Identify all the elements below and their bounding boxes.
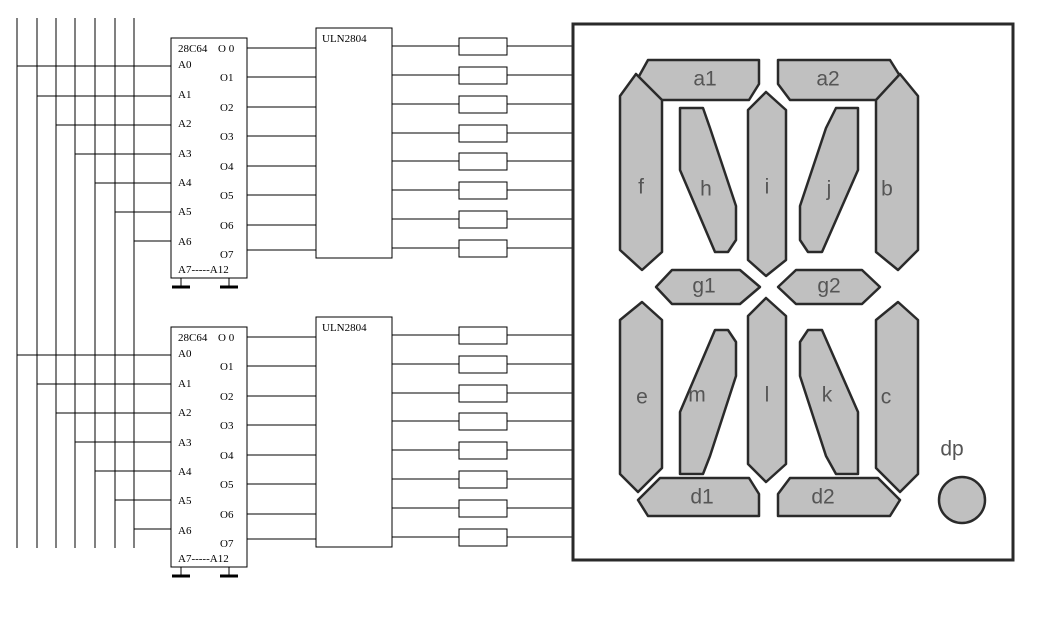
resistor [458, 181, 508, 200]
out-pin-label: O5 [220, 479, 234, 491]
addr-pin-label: A6 [178, 525, 192, 537]
segment-g1 [654, 268, 762, 306]
addr-pin-label: A4 [178, 177, 192, 189]
eeprom-part-label: 28C64 [178, 332, 208, 344]
addr-pin-label: A0 [178, 59, 192, 71]
segment-dp [937, 475, 987, 525]
eeprom-chip [170, 326, 248, 568]
driver-chip [315, 316, 393, 548]
segment-m [678, 328, 738, 476]
resistor [458, 37, 508, 56]
resistor [458, 239, 508, 258]
segment-g2 [776, 268, 882, 306]
driver-part-label: ULN2804 [322, 33, 367, 45]
out-pin-label: O2 [220, 102, 233, 114]
out-pin-label: O1 [220, 361, 233, 373]
eeprom-part-label: 28C64 [178, 43, 208, 55]
addr-pin-label: A5 [178, 206, 192, 218]
segment-label: dp [940, 438, 963, 461]
out-pin-label: O1 [220, 72, 233, 84]
resistor [458, 499, 508, 518]
resistor [458, 66, 508, 85]
resistor [458, 412, 508, 431]
sixteen-segment-display: a1 a2 f h i j b g1 g2 e m l k c d1 d2 dp [571, 22, 1015, 562]
segment-d2 [776, 476, 902, 518]
circuit-bottom: 28C64 A0 A1 A2 A3 A4 A5 A6 O 0 O1 O2 O3 … [17, 316, 573, 578]
out-pin-label: O2 [220, 391, 233, 403]
resistor [458, 152, 508, 171]
addr-pin-label: A3 [178, 437, 192, 449]
segment-label: l [765, 384, 770, 407]
out-pin-label: O7 [220, 249, 234, 261]
resistor [458, 124, 508, 143]
segment-label: k [822, 384, 833, 407]
segment-label: h [700, 178, 712, 201]
segment-label: d2 [811, 486, 834, 509]
out-pin-label: O 0 [218, 332, 235, 344]
high-addr-label: A7-----A12 [178, 553, 229, 565]
eeprom-chip [170, 37, 248, 279]
driver-chip [315, 27, 393, 259]
segment-c [874, 300, 920, 494]
segment-h [678, 106, 738, 254]
addr-pin-label: A4 [178, 466, 192, 478]
segment-i [746, 90, 788, 278]
resistor [458, 326, 508, 345]
segment-label: b [881, 178, 893, 201]
segment-label: m [688, 384, 706, 407]
resistor [458, 95, 508, 114]
out-pin-label: O4 [220, 161, 234, 173]
segment-label: j [826, 178, 832, 201]
out-pin-label: O4 [220, 450, 234, 462]
high-addr-label: A7-----A12 [178, 264, 229, 276]
segment-f [618, 72, 664, 272]
resistor [458, 355, 508, 374]
driver-part-label: ULN2804 [322, 322, 367, 334]
segment-d1 [636, 476, 761, 518]
segment-label: i [765, 176, 770, 199]
segment-b [874, 72, 920, 272]
segment-k [798, 328, 860, 476]
segment-label: d1 [690, 486, 713, 509]
out-pin-label: O3 [220, 420, 234, 432]
out-pin-label: O6 [220, 509, 234, 521]
segment-label: a2 [816, 68, 839, 91]
addr-pin-label: A1 [178, 89, 191, 101]
resistor [458, 528, 508, 547]
out-pin-label: O5 [220, 190, 234, 202]
addr-pin-label: A2 [178, 407, 191, 419]
address-bus [16, 18, 135, 548]
segment-j [798, 106, 860, 254]
circuit-top: 28C64 A0 A1 A2 A3 A4 A5 A6 O 0 O1 O2 O3 … [17, 27, 573, 289]
out-pin-label: O3 [220, 131, 234, 143]
segment-label: a1 [693, 68, 716, 91]
out-pin-label: O6 [220, 220, 234, 232]
addr-pin-label: A5 [178, 495, 192, 507]
out-pin-label: O7 [220, 538, 234, 550]
addr-pin-label: A6 [178, 236, 192, 248]
resistor [458, 210, 508, 229]
resistor [458, 384, 508, 403]
resistor [458, 441, 508, 460]
segment-label: e [636, 386, 648, 409]
segment-label: g2 [817, 275, 840, 298]
addr-pin-label: A1 [178, 378, 191, 390]
addr-pin-label: A0 [178, 348, 192, 360]
segment-label: g1 [692, 275, 715, 298]
addr-pin-label: A3 [178, 148, 192, 160]
segment-label: c [881, 386, 892, 409]
segment-label: f [638, 176, 644, 199]
resistor [458, 470, 508, 489]
segment-l [746, 296, 788, 484]
segment-e [618, 300, 664, 494]
out-pin-label: O 0 [218, 43, 235, 55]
addr-pin-label: A2 [178, 118, 191, 130]
